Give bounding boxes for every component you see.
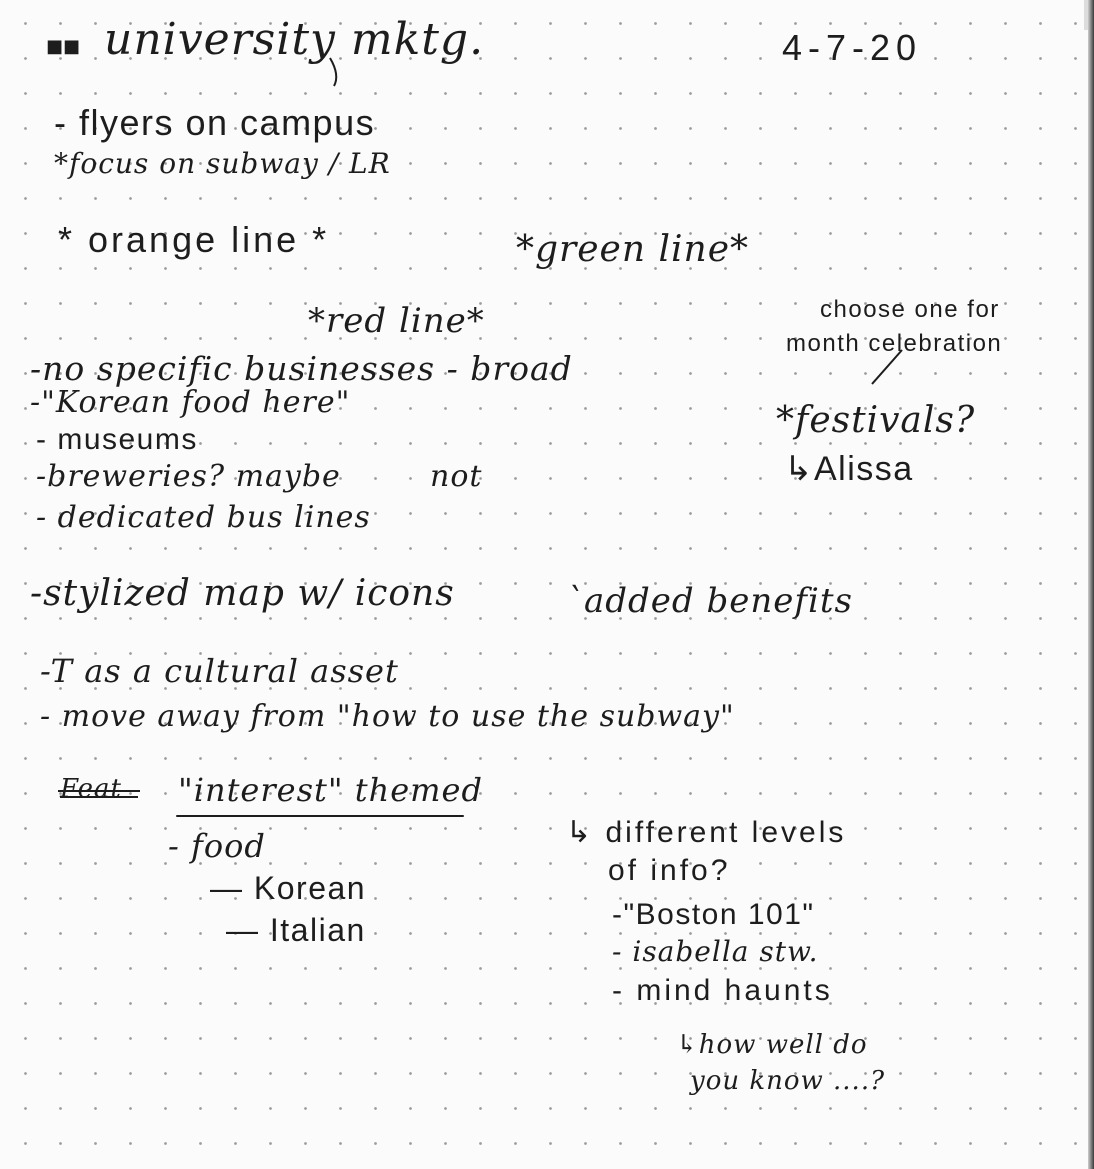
note-you-know: you know ....?	[690, 1066, 886, 1096]
note-added-benefits: `added benefits	[566, 581, 853, 621]
interest-underline	[176, 815, 464, 817]
note-food: - food	[168, 827, 266, 865]
note-bus-lines: - dedicated bus lines	[36, 500, 371, 535]
page-edge	[1088, 0, 1094, 1169]
note-museums: - museums	[36, 423, 198, 456]
note-flyers: - flyers on campus	[54, 102, 376, 143]
title-scribble-icon: ■■	[46, 36, 81, 57]
note-isabella: - isabella stw.	[612, 935, 819, 968]
note-red-line: *red line*	[308, 301, 485, 341]
note-orange-line: * orange line *	[58, 219, 330, 260]
note-of-info: of info?	[608, 854, 731, 887]
note-festivals: *festivals?	[776, 400, 976, 441]
note-different-levels: ↳ different levels	[566, 816, 847, 849]
scribble-strike-2	[60, 796, 138, 798]
note-month-celebration: month celebration	[786, 330, 1003, 357]
connector-stroke	[871, 349, 903, 385]
note-breweries: -breweries? maybe	[36, 459, 341, 494]
title-descender-stroke	[329, 57, 338, 87]
note-interest-themed: "interest" themed	[178, 771, 483, 809]
scribble-strike	[58, 790, 140, 792]
note-focus: *focus on subway / LR	[54, 147, 391, 180]
note-italian: — Italian	[226, 912, 366, 948]
note-alissa: ↳Alissa	[784, 450, 914, 488]
note-green-line: *green line*	[516, 229, 750, 270]
note-stylized-map: -stylized map w/ icons	[30, 573, 455, 614]
note-no-specific: -no specific businesses - broad	[30, 349, 573, 388]
note-korean-food: -"Korean food here"	[30, 385, 351, 420]
note-breweries-not: not	[430, 459, 483, 494]
note-date: 4-7-20	[782, 27, 923, 68]
note-mind-haunts: - mind haunts	[612, 974, 833, 1007]
note-how-well: ↳how well do	[676, 1030, 868, 1060]
note-choose: choose one for	[820, 296, 1000, 323]
note-t-cultural: -T as a cultural asset	[40, 652, 399, 690]
note-move-away: - move away from "how to use the subway"	[40, 699, 735, 734]
note-title: university mktg.	[104, 14, 485, 65]
page-edge-corner	[1084, 0, 1088, 30]
note-boston-101: -"Boston 101"	[612, 898, 815, 931]
note-korean: — Korean	[210, 870, 367, 906]
